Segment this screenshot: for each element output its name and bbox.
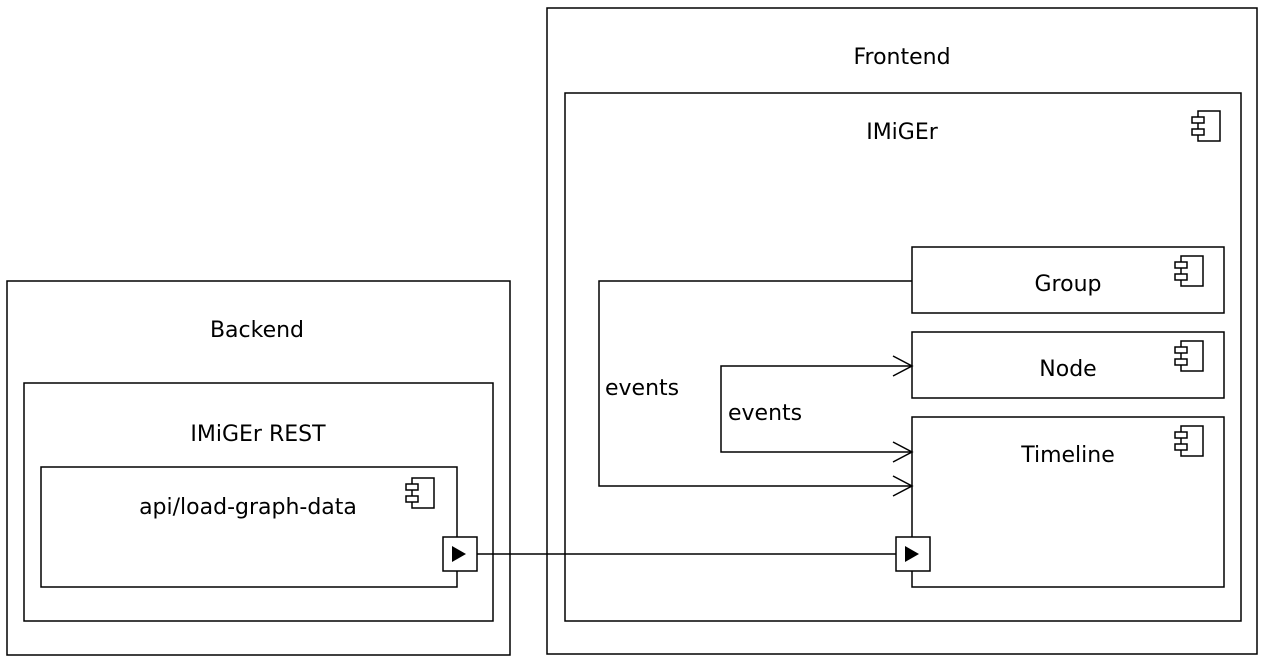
events-label-inner: events xyxy=(728,401,802,426)
load-graph-data-label: api/load-graph-data xyxy=(139,495,357,520)
timeline-label: Timeline xyxy=(1020,443,1115,468)
node-frame xyxy=(911,331,1225,399)
node-label: Node xyxy=(1039,357,1096,382)
port-arrow-icon xyxy=(452,546,466,562)
imiger-title: IMiGEr xyxy=(866,120,939,145)
arrowhead-icon xyxy=(892,441,914,463)
arrowhead-icon xyxy=(892,475,914,497)
node-component[interactable]: Node xyxy=(911,331,1225,399)
load-graph-data-component[interactable]: api/load-graph-data xyxy=(40,466,478,588)
events-connector-outer xyxy=(598,280,914,497)
events-label-outer: events xyxy=(605,376,679,401)
imiger-rest-title: IMiGEr REST xyxy=(190,422,326,447)
port-arrow-icon xyxy=(905,546,919,562)
group-frame xyxy=(911,246,1225,314)
group-label: Group xyxy=(1035,272,1102,297)
arrowhead-icon xyxy=(892,355,914,377)
frontend-title: Frontend xyxy=(853,45,950,70)
timeline-component[interactable]: Timeline xyxy=(895,416,1225,588)
provided-port[interactable] xyxy=(442,536,478,572)
backend-title: Backend xyxy=(210,318,304,343)
imiger-component[interactable]: IMiGEr Group Node Timeline xyxy=(564,92,1242,622)
imiger-rest-package[interactable]: IMiGEr REST api/load-graph-data xyxy=(23,382,494,622)
backend-node[interactable]: Backend IMiGEr REST api/load-graph-data xyxy=(6,280,511,656)
group-component[interactable]: Group xyxy=(911,246,1225,314)
required-port[interactable] xyxy=(895,536,931,572)
timeline-frame xyxy=(911,416,1225,588)
load-graph-data-frame xyxy=(40,466,458,588)
events-connector-inner xyxy=(720,355,914,463)
frontend-node[interactable]: Frontend IMiGEr Group Node Timeline xyxy=(546,7,1258,655)
